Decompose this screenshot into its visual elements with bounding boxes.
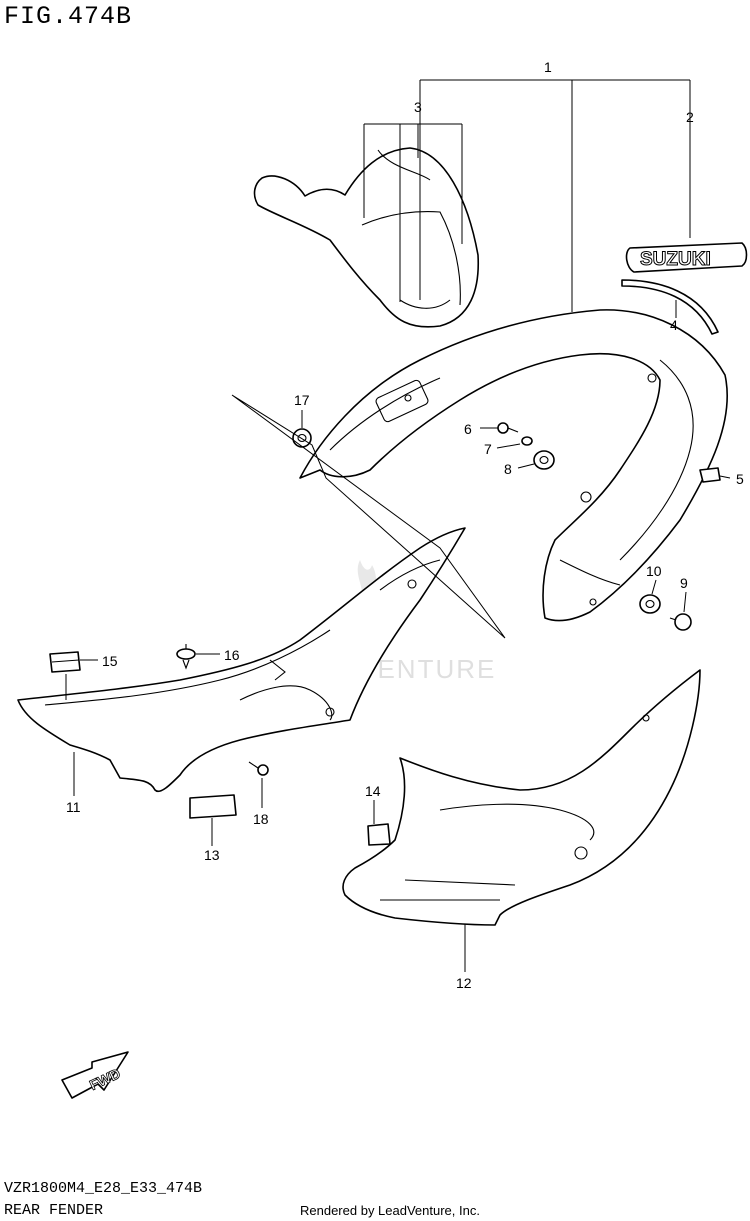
part-9-bolt[interactable] — [669, 613, 692, 631]
callout-11: 11 — [66, 799, 81, 815]
part-5-nut[interactable] — [699, 467, 721, 483]
decal-text: SUZUKI — [640, 249, 711, 270]
figure-title: FIG.474B — [4, 2, 133, 31]
figure-code: VZR1800M4_E28_E33_474B — [4, 1180, 203, 1197]
callout-16: 16 — [224, 647, 240, 663]
part-10-grommet[interactable] — [639, 594, 661, 614]
part-17-grommet[interactable] — [292, 428, 312, 448]
part-18-screw[interactable] — [248, 761, 269, 776]
callout-10: 10 — [646, 563, 662, 579]
part-12-side-cover-right[interactable] — [342, 669, 701, 926]
render-credit: Rendered by LeadVenture, Inc. — [300, 1203, 480, 1218]
part-6-screw[interactable] — [497, 422, 519, 434]
part-2-suzuki-decal[interactable]: SUZUKI — [625, 242, 748, 273]
part-4-trim-strip[interactable] — [621, 279, 719, 335]
part-3-rear-fender-upper[interactable] — [253, 147, 480, 328]
part-13-pad[interactable] — [189, 794, 237, 819]
callout-15: 15 — [102, 653, 118, 669]
part-15-grommet[interactable] — [49, 651, 81, 673]
callout-6: 6 — [464, 421, 472, 437]
figure-name: REAR FENDER — [4, 1202, 104, 1219]
callout-3: 3 — [414, 99, 422, 115]
callout-2: 2 — [686, 109, 694, 125]
callout-17: 17 — [294, 392, 310, 408]
part-7-washer[interactable] — [521, 436, 533, 446]
callout-14: 14 — [365, 783, 381, 799]
callout-1: 1 — [544, 59, 552, 75]
callout-8: 8 — [504, 461, 512, 477]
callout-5: 5 — [736, 471, 744, 487]
callout-13: 13 — [204, 847, 220, 863]
callout-9: 9 — [680, 575, 688, 591]
callout-7: 7 — [484, 441, 492, 457]
fwd-arrow-icon: FWD — [61, 1051, 129, 1099]
part-8-cushion[interactable] — [533, 450, 555, 470]
callout-18: 18 — [253, 811, 269, 827]
part-14-pad[interactable] — [367, 823, 391, 846]
part-1-rear-fender-main[interactable] — [299, 309, 729, 622]
part-11-side-cover-left[interactable] — [17, 527, 466, 793]
callout-4: 4 — [670, 317, 678, 333]
leader-lines — [65, 79, 731, 972]
callout-labels: 1 2 3 4 5 6 7 8 9 10 11 12 13 14 15 16 1… — [66, 59, 744, 991]
callout-12: 12 — [456, 975, 472, 991]
part-16-clip[interactable] — [176, 644, 196, 670]
